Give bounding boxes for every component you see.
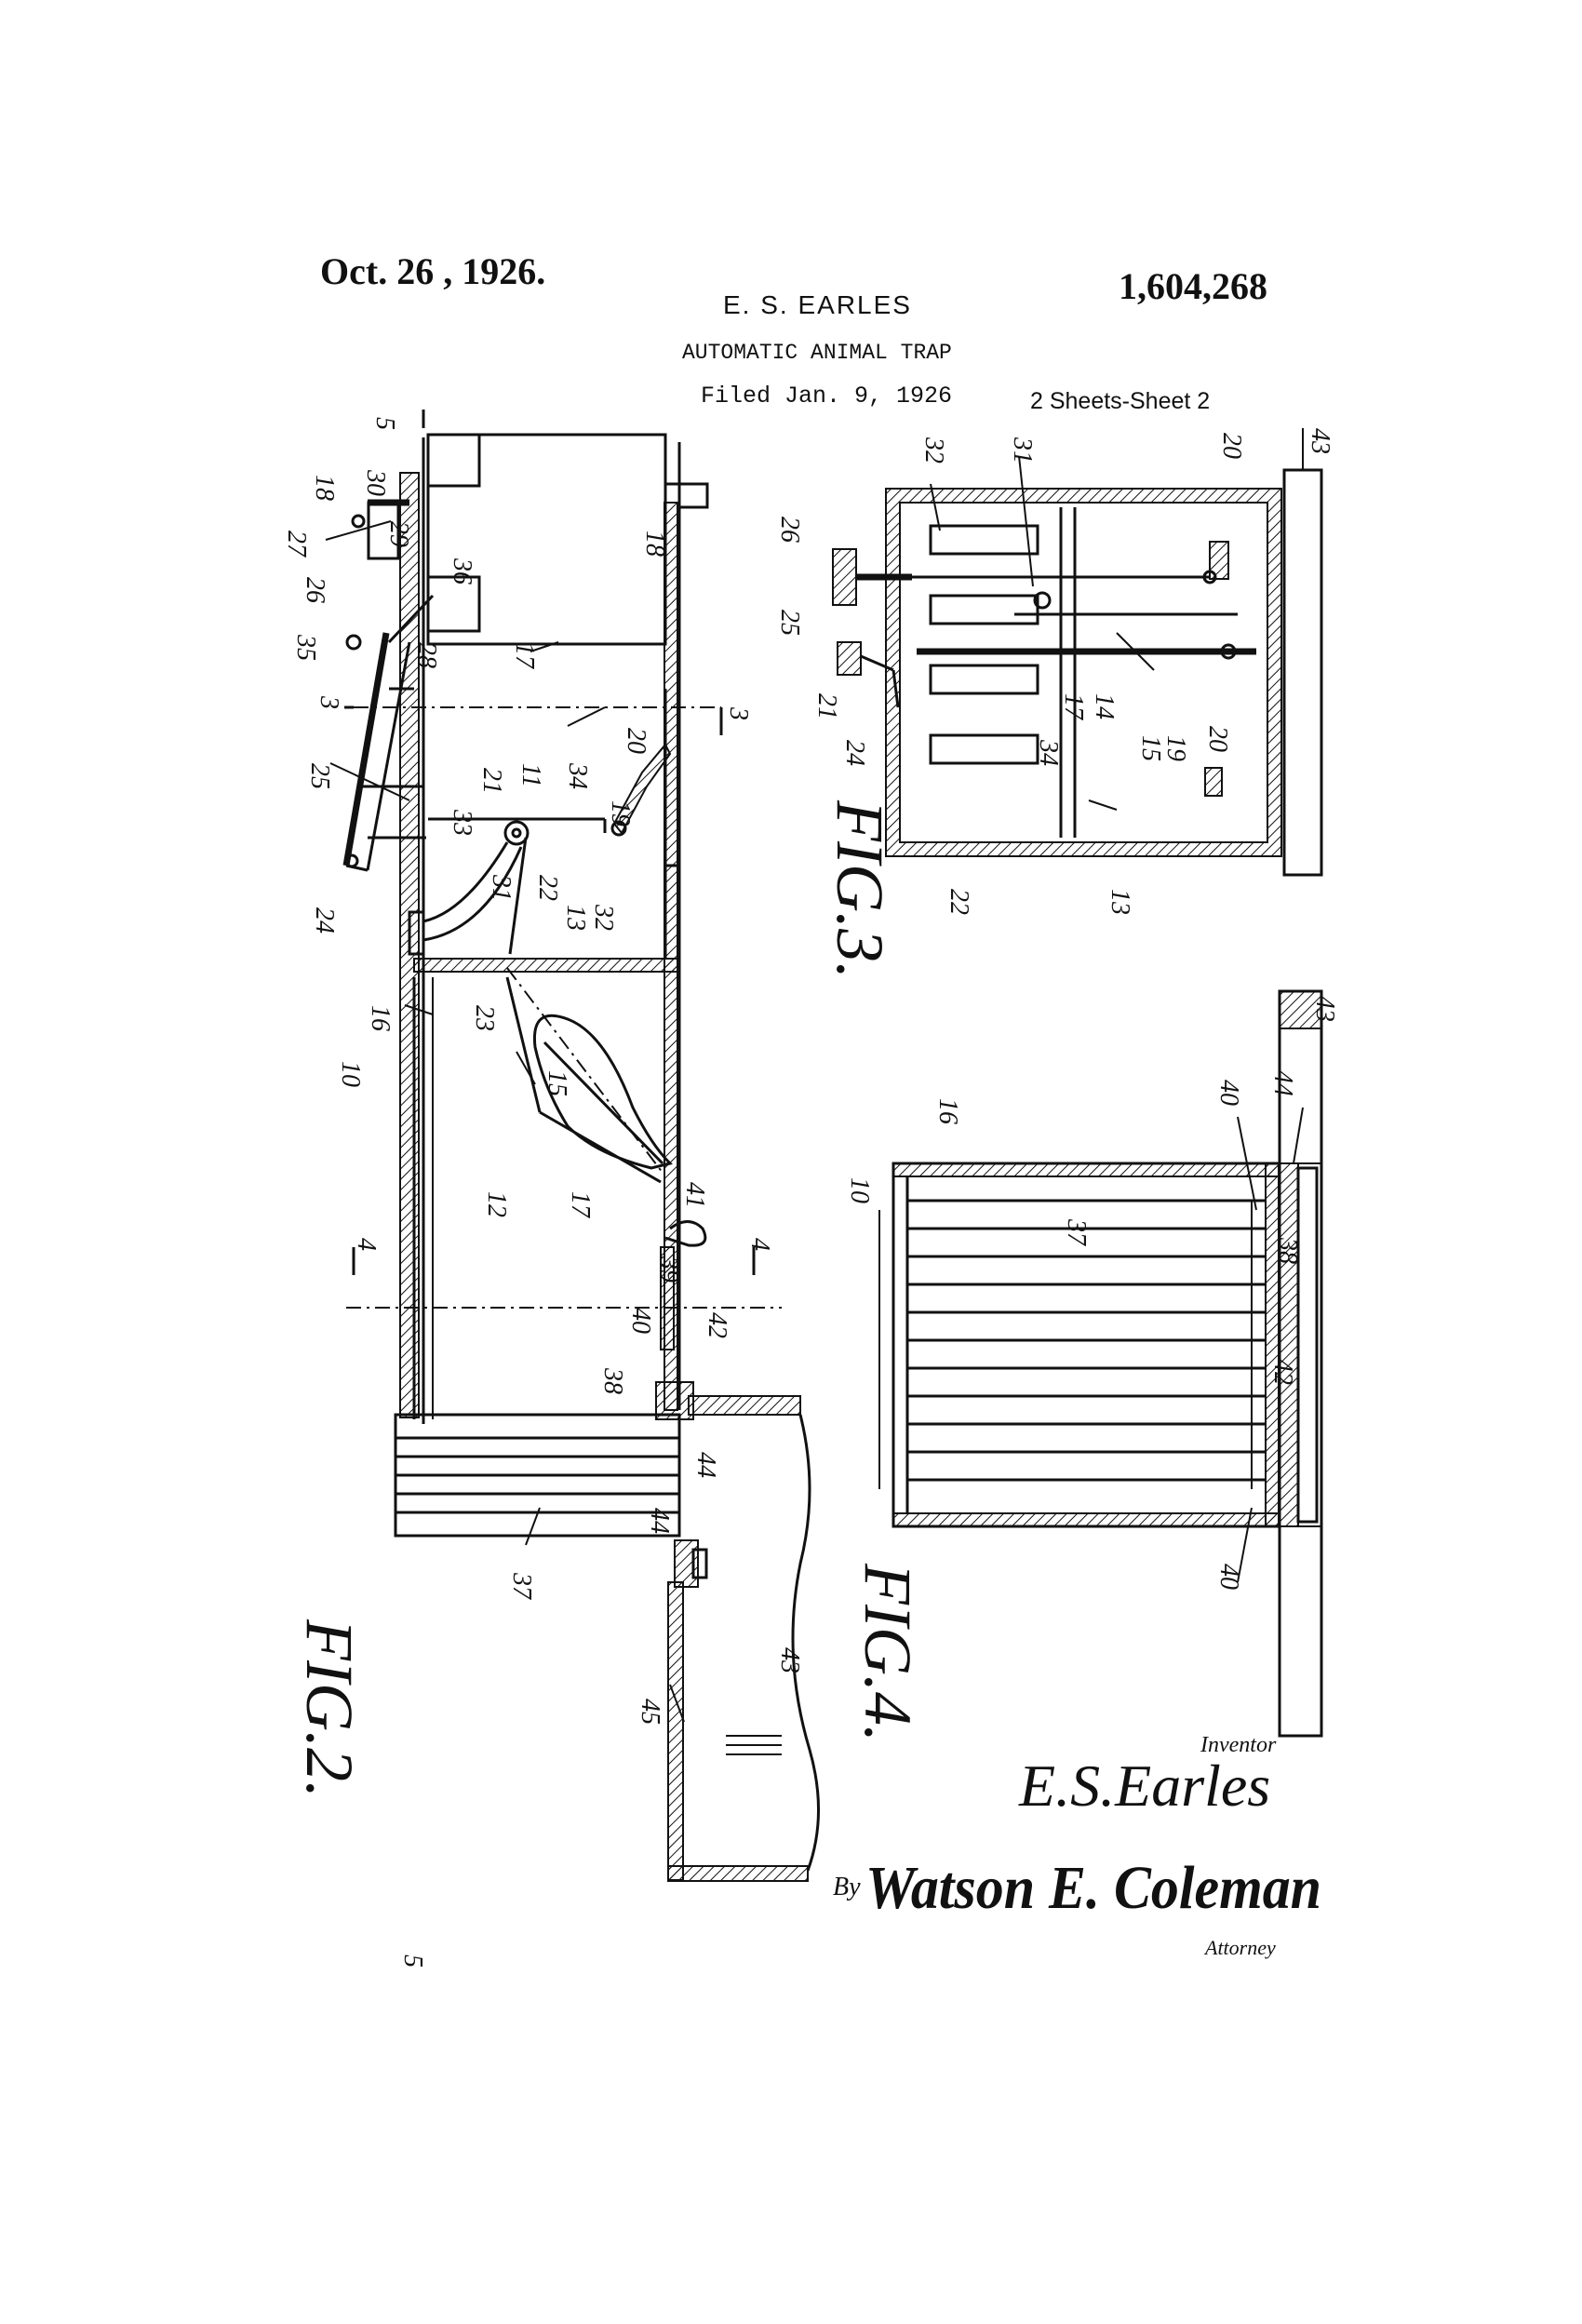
fig2-ref: 3 [315,695,343,709]
fig2-ref: 18 [640,531,669,557]
fig2-ref: 42 [703,1312,731,1338]
filed-date: Filed Jan. 9, 1926 [701,383,953,410]
fig2-ref: 17 [510,642,539,669]
patent-title: AUTOMATIC ANIMAL TRAP [682,341,952,365]
fig2-ref: 33 [448,809,476,836]
fig2-ref: 45 [636,1699,664,1725]
fig2-ref: 20 [622,728,650,754]
fig2-caption: FIG.2. [292,1619,367,1798]
fig2-ref: 44 [645,1508,674,1534]
fig4-ref: 40 [1214,1564,1243,1590]
fig4-ref: 38 [1273,1237,1302,1264]
fig2-ref: 5 [370,417,399,430]
fig2-ref: 41 [680,1182,709,1208]
figure-2: 5 18 30 29 27 26 36 35 28 17 18 3 3 25 2… [282,410,820,1968]
attorney-label: Attorney [1205,1936,1276,1959]
fig3-ref: 31 [1008,437,1037,463]
fig2-ref: 44 [691,1452,720,1478]
fig3-ref: 26 [775,517,804,543]
fig3-ref: 15 [1136,735,1165,761]
fig3-ref: 32 [919,437,948,463]
fig2-ref: 32 [589,904,618,931]
fig4-ref: 44 [1268,1070,1297,1096]
figure-4: 43 16 10 37 40 44 38 42 40 [845,989,1339,1738]
fig2-ref: 12 [482,1191,511,1217]
fig2-base-43 [667,1581,684,1881]
fig4-ref: 43 [1310,996,1339,1022]
figure-3: 26 32 31 20 43 25 21 24 34 17 14 15 19 2… [775,428,1334,915]
fig2-ref: 4 [352,1238,381,1251]
fig2-bait [532,1014,673,1170]
fig4-ref: 37 [1062,1218,1091,1246]
fig2-ref: 39 [654,1256,683,1283]
fig2-ref: 27 [282,531,311,557]
fig2-ref: 3 [724,706,753,720]
fig2-upper-box [426,433,667,646]
fig2-ref: 15 [543,1070,571,1096]
fig3-ref: 19 [1161,735,1190,761]
fig3-ref: 24 [840,740,869,766]
patent-number: 1,604,268 [1119,265,1267,307]
fig4-ref: 42 [1268,1359,1297,1385]
fig4-cage [892,1162,1281,1528]
patent-date: Oct. 26 , 1926. [320,250,546,292]
fig2-ref: 31 [487,874,516,901]
fig2-ref: 29 [384,521,413,547]
fig2-ref: 11 [516,763,545,787]
fig2-ref: 5 [398,1955,427,1968]
fig3-ref: 20 [1203,726,1232,752]
fig3-base-43 [1282,468,1323,877]
fig2-ref: 43 [775,1647,804,1673]
fig3-caption: FIG.3. [823,799,897,979]
fig2-ref: 30 [361,469,390,496]
fig4-ref: 16 [933,1098,962,1124]
inventor-name: E. S. EARLES [723,290,912,319]
fig2-ref: 22 [533,875,562,901]
fig3-ref: 43 [1306,428,1334,454]
fig2-ref: 13 [561,905,590,931]
fig2-ref: 34 [563,762,592,789]
fig3-ref: 14 [1090,693,1119,719]
fig4-cage-bars [907,1199,1266,1482]
fig2-ref: 28 [412,642,441,668]
inventor-label: Inventor [1200,1733,1277,1757]
fig2-partition [413,958,680,973]
fig2-ref: 19 [606,800,635,826]
fig3-handle-26 [832,548,857,606]
fig2-ref: 18 [310,475,339,501]
fig2-ref: 35 [291,634,320,661]
fig3-ref: 34 [1034,739,1063,766]
fig4-ref: 10 [845,1177,874,1203]
fig3-ref: 20 [1217,433,1246,459]
fig2-ref: 17 [566,1191,595,1218]
by-label: By [833,1873,861,1901]
fig4-ref: 40 [1214,1080,1243,1106]
fig2-ref: 26 [301,577,329,603]
fig2-ref: 37 [507,1572,536,1600]
fig2-lever-25 [342,632,390,866]
fig2-ref: 36 [448,557,476,584]
fig2-ref: 38 [598,1367,627,1394]
fig2-ref: 23 [470,1005,499,1031]
inventor-signature: E.S.Earles [1018,1753,1270,1819]
fig2-ref: 25 [305,763,334,789]
fig3-ref: 17 [1059,693,1088,720]
fig2-pivot-31 [503,820,530,846]
fig3-ref: 21 [812,693,841,719]
fig2-ref: 16 [366,1005,395,1031]
fig4-caption: FIG.4. [851,1563,925,1742]
fig2-ref: 4 [745,1238,774,1251]
fig3-ref: 13 [1106,889,1134,915]
fig2-ref: 21 [477,768,506,794]
attorney-signature: Watson E. Coleman [865,1854,1321,1922]
fig3-ref: 22 [945,889,973,915]
fig2-ref: 40 [626,1308,655,1334]
sheet-count: 2 Sheets-Sheet 2 [1030,388,1211,414]
fig2-ref: 24 [310,907,339,934]
fig2-ref: 10 [336,1061,365,1087]
fig3-ref: 25 [775,610,804,636]
